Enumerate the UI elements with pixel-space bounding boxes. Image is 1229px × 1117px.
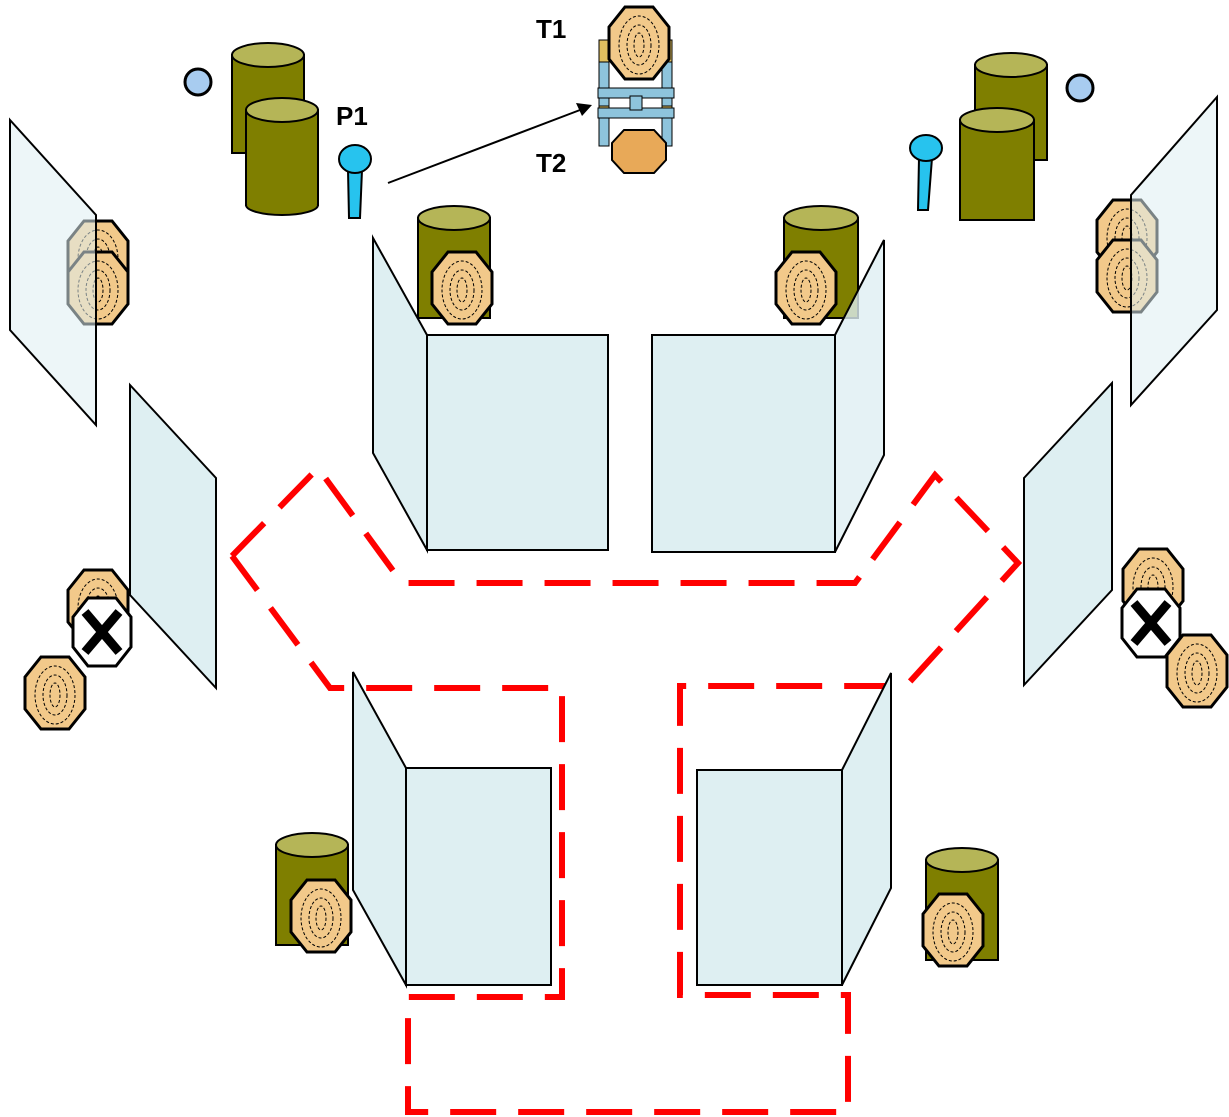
bottom-right-wall xyxy=(696,672,892,986)
left-lower-wall xyxy=(129,382,217,691)
right-target-cluster xyxy=(1122,547,1229,709)
target-icon xyxy=(1165,633,1229,709)
target-label-t2: T2 xyxy=(536,148,566,178)
target-icon xyxy=(774,250,838,326)
bottom-left-wall xyxy=(352,671,552,989)
shooting-post-icon xyxy=(338,144,372,219)
ball-icon xyxy=(183,67,213,97)
no-shoot-target-icon xyxy=(1122,589,1180,657)
top-right-prop-group xyxy=(909,52,1095,221)
shooting-area-outline xyxy=(229,463,1023,1115)
bottom-left-barrel-group xyxy=(275,832,353,954)
center-left-barrel-group xyxy=(417,205,494,326)
upper-zone-outline xyxy=(229,463,1023,1115)
center-right-barrel-group xyxy=(774,205,859,326)
shooting-post-icon xyxy=(909,134,943,211)
right-lower-wall xyxy=(1023,380,1113,688)
barrel-icon xyxy=(959,107,1035,221)
ball-icon xyxy=(1065,73,1095,103)
target-icon xyxy=(23,655,87,731)
target-icon xyxy=(289,878,353,954)
target-icon xyxy=(921,892,985,968)
no-shoot-target-icon xyxy=(73,598,131,666)
target-icon xyxy=(607,5,671,81)
target-icon xyxy=(611,129,667,174)
center-left-wall xyxy=(372,234,609,554)
left-target-cluster xyxy=(23,568,131,731)
right-upper-wall xyxy=(1095,94,1218,408)
bottom-right-barrel-group xyxy=(921,847,999,968)
move-arrow xyxy=(387,103,592,184)
target-label-t1: T1 xyxy=(536,14,566,44)
barrel-icon xyxy=(245,97,319,216)
left-upper-wall xyxy=(9,117,130,428)
center-right-wall xyxy=(651,239,885,553)
position-label-p1: P1 xyxy=(336,101,368,131)
top-left-prop-group: P1 xyxy=(183,42,372,219)
target-icon xyxy=(430,250,494,326)
